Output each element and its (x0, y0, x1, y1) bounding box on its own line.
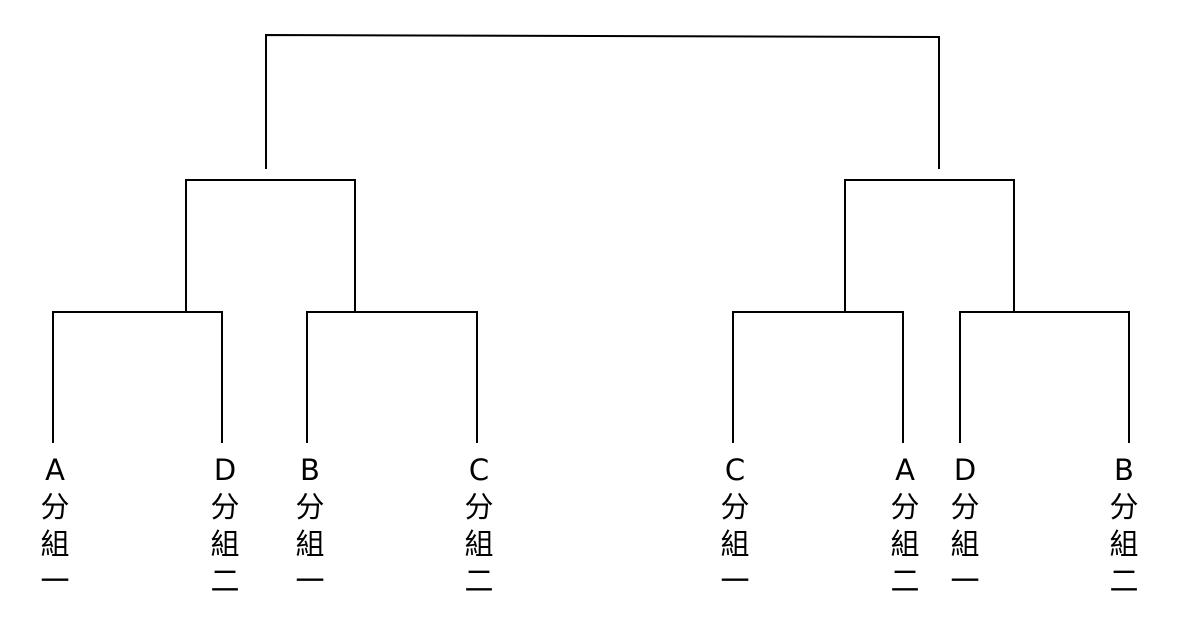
team-zu-char: 組 (720, 527, 750, 561)
bracket-line-match-2 (306, 311, 478, 443)
team-fen-char: 分 (950, 490, 980, 524)
team-group-letter: C (724, 453, 746, 487)
team-rank: 一 (720, 564, 750, 598)
team-rank: 二 (890, 564, 920, 598)
team-zu-char: 組 (210, 527, 240, 561)
team-group-letter: D (213, 453, 237, 487)
team-zu-char: 組 (1109, 527, 1139, 561)
team-slot-5: C 分 組 一 (715, 452, 755, 600)
team-fen-char: 分 (1109, 490, 1139, 524)
bracket-line-match-4 (959, 311, 1130, 443)
bracket-line-match-3 (732, 311, 904, 443)
team-rank: 一 (295, 564, 325, 598)
team-fen-char: 分 (40, 490, 70, 524)
team-group-letter: D (953, 453, 977, 487)
team-fen-char: 分 (210, 490, 240, 524)
team-group-letter: C (468, 453, 490, 487)
team-zu-char: 組 (890, 527, 920, 561)
team-zu-char: 組 (464, 527, 494, 561)
team-group-letter: A (895, 453, 915, 487)
team-slot-8: B 分 組 二 (1104, 452, 1144, 600)
team-slot-4: C 分 組 二 (459, 452, 499, 600)
team-rank: 二 (464, 564, 494, 598)
bracket-line-semifinal-right (844, 179, 1015, 313)
team-group-letter: A (45, 453, 65, 487)
team-rank: 二 (210, 564, 240, 598)
team-slot-6: A 分 組 二 (885, 452, 925, 600)
team-fen-char: 分 (464, 490, 494, 524)
team-group-letter: B (300, 453, 320, 487)
team-rank: 二 (1109, 564, 1139, 598)
team-fen-char: 分 (720, 490, 750, 524)
team-slot-3: B 分 組 一 (290, 452, 330, 600)
team-zu-char: 組 (295, 527, 325, 561)
team-slot-2: D 分 組 二 (205, 452, 245, 600)
bracket-line-semifinal-left (185, 179, 356, 313)
team-group-letter: B (1114, 453, 1134, 487)
team-zu-char: 組 (950, 527, 980, 561)
team-slot-1: A 分 組 一 (35, 452, 75, 600)
team-fen-char: 分 (890, 490, 920, 524)
team-zu-char: 組 (40, 527, 70, 561)
team-rank: 一 (40, 564, 70, 598)
bracket-line-final (265, 33, 940, 169)
bracket-line-match-1 (52, 311, 223, 443)
team-rank: 一 (950, 564, 980, 598)
team-slot-7: D 分 組 一 (945, 452, 985, 600)
team-fen-char: 分 (295, 490, 325, 524)
